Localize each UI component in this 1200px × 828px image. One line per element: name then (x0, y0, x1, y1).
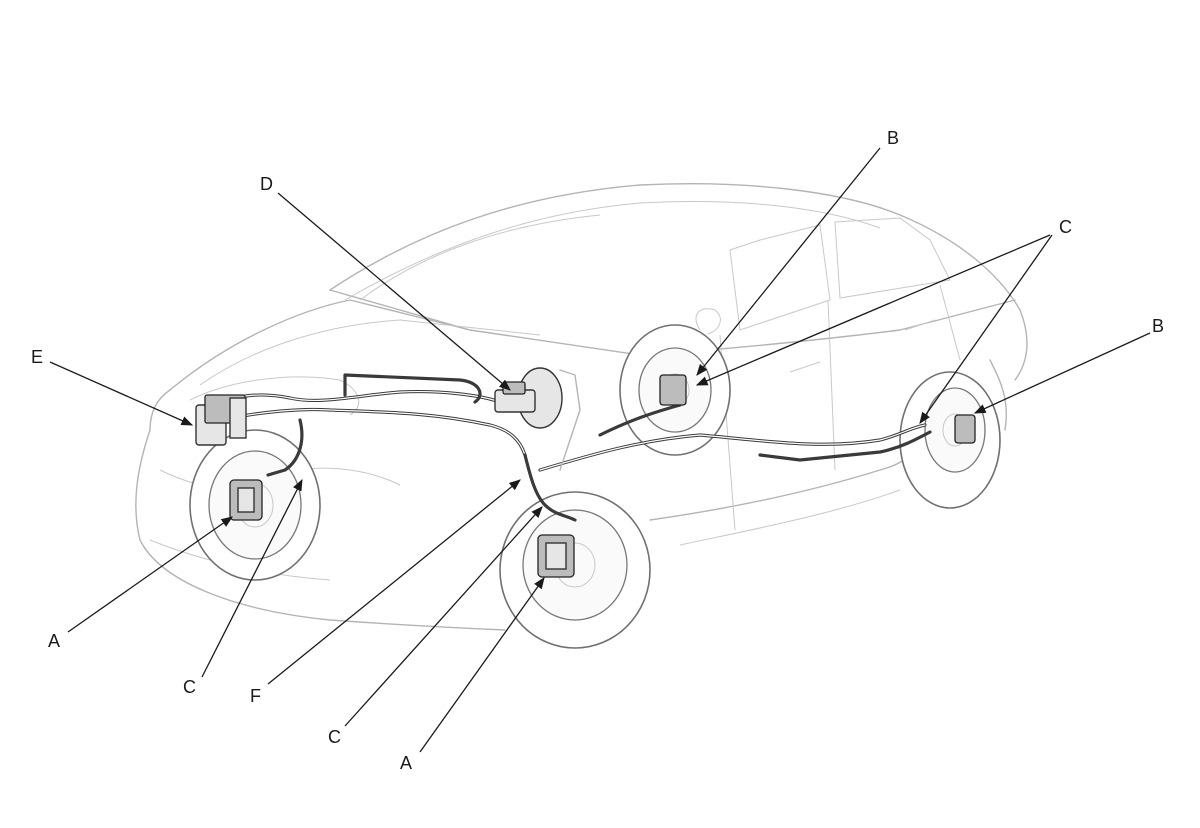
master-cylinder-booster (494, 367, 581, 471)
front-right-caliper (537, 534, 575, 578)
front-right-wheel (499, 491, 651, 649)
callout-f: F (250, 686, 261, 706)
callout-b-rear-right: B (1152, 316, 1164, 336)
leader-lines (49, 147, 1151, 753)
front-left-caliper (229, 479, 263, 521)
callout-b-rear-top: B (887, 128, 899, 148)
callout-c-top-right: C (1059, 217, 1072, 237)
car-body-outline (135, 183, 1028, 631)
callout-a-front-left: A (48, 631, 60, 651)
rear-left-caliper (659, 374, 687, 406)
callout-c-front-left: C (183, 677, 196, 697)
callout-a-front-right: A (400, 753, 412, 773)
callout-c-center: C (328, 727, 341, 747)
callout-d: D (260, 174, 273, 194)
brake-lines (208, 373, 932, 522)
callout-e: E (31, 347, 43, 367)
rear-right-caliper (954, 414, 976, 444)
abs-modulator-unit (195, 394, 247, 446)
